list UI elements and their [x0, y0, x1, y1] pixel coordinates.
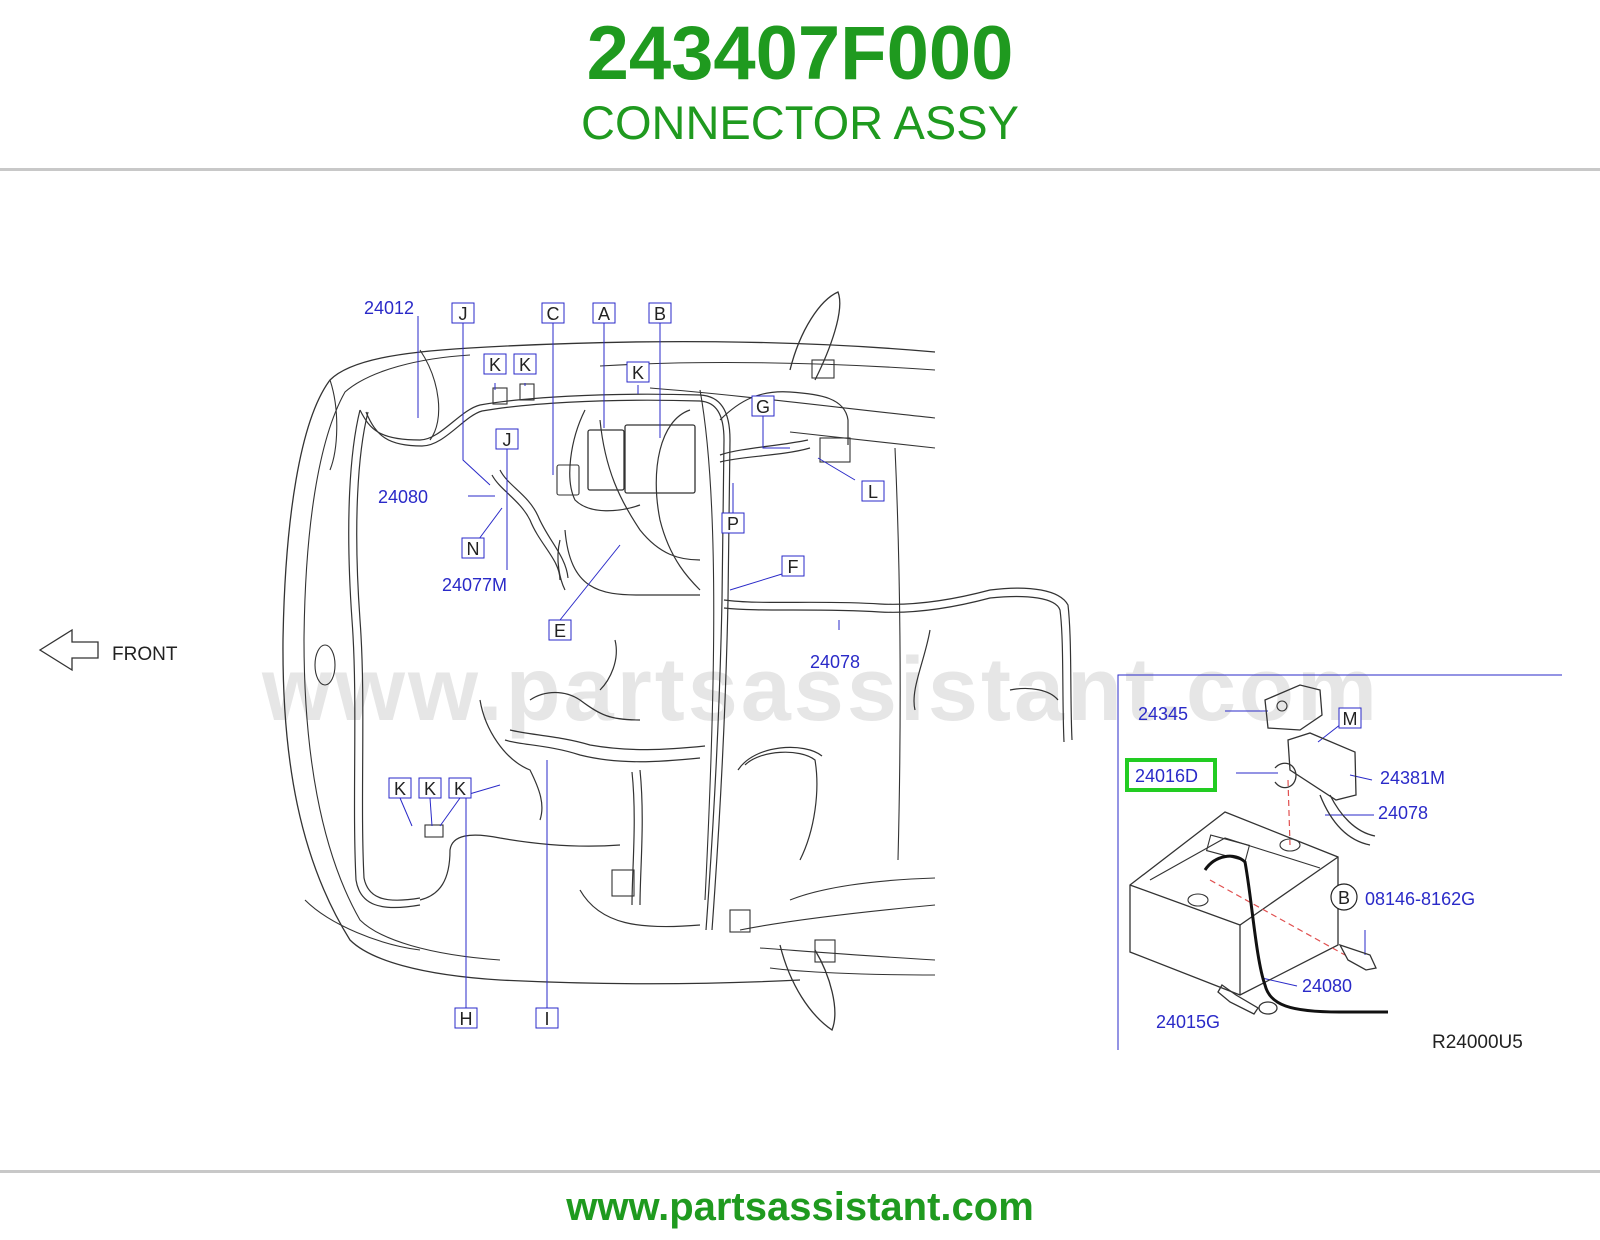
- ref-letter-e: E: [554, 621, 566, 641]
- part-label-24012[interactable]: 24012: [364, 298, 414, 318]
- part-number: 243407F000: [586, 11, 1014, 96]
- ref-letter-k: K: [394, 779, 406, 799]
- part-label-24078[interactable]: 24078: [810, 652, 860, 672]
- leader-lines: [399, 316, 1374, 1008]
- ref-letter-b: B: [654, 304, 666, 324]
- ref-letter-k: K: [454, 779, 466, 799]
- part-label-24077m[interactable]: 24077M: [442, 575, 507, 595]
- ref-letter-j: J: [459, 304, 468, 324]
- vehicle-outline: [282, 291, 936, 1031]
- highlight-box: [1125, 758, 1217, 792]
- ref-letter-i: I: [544, 1009, 549, 1029]
- part-label-08146-8162g[interactable]: 08146-8162G: [1365, 889, 1475, 909]
- ref-letter-k: K: [489, 355, 501, 375]
- ref-letter-j: J: [503, 430, 512, 450]
- ref-letter-k: K: [632, 363, 644, 383]
- part-label-24381m[interactable]: 24381M: [1380, 768, 1445, 788]
- ref-letter-k: K: [519, 355, 531, 375]
- reference-letters: J C A B K K K J G L P N F E K K K: [388, 302, 1362, 1029]
- battery-inset: [1117, 674, 1562, 1050]
- ref-letter-n: N: [467, 539, 480, 559]
- part-label-24016d[interactable]: 24016D: [1135, 766, 1198, 786]
- ref-letter-h: H: [460, 1009, 473, 1029]
- connector-modules: [424, 359, 851, 963]
- part-label-24015g[interactable]: 24015G: [1156, 1012, 1220, 1032]
- part-label-24080-inset[interactable]: 24080: [1302, 976, 1352, 996]
- ref-letter-a: A: [598, 304, 610, 324]
- part-label-24078-inset[interactable]: 24078: [1378, 803, 1428, 823]
- watermark: www.partsassistant.com: [262, 640, 1381, 740]
- ref-letter-m: M: [1343, 709, 1358, 729]
- ref-letter-l: L: [868, 482, 878, 502]
- diagram-code: R24000U5: [1432, 1032, 1523, 1053]
- ref-letter-f: F: [788, 557, 799, 577]
- ref-letter-c: C: [547, 304, 560, 324]
- front-arrow-icon: [38, 628, 99, 672]
- ref-letter-b-circle: B: [1338, 888, 1350, 908]
- part-label-24080[interactable]: 24080: [378, 487, 428, 507]
- ref-letter-p: P: [727, 514, 739, 534]
- header-divider: [0, 168, 1600, 171]
- ref-letter-g: G: [756, 397, 770, 417]
- ref-letter-k: K: [424, 779, 436, 799]
- main-harness: [348, 391, 1073, 931]
- front-label: FRONT: [112, 644, 178, 665]
- part-name: CONNECTOR ASSY: [581, 96, 1019, 149]
- part-label-24345[interactable]: 24345: [1138, 704, 1188, 724]
- footer-url[interactable]: www.partsassistant.com: [566, 1185, 1034, 1229]
- footer-divider: [0, 1170, 1600, 1173]
